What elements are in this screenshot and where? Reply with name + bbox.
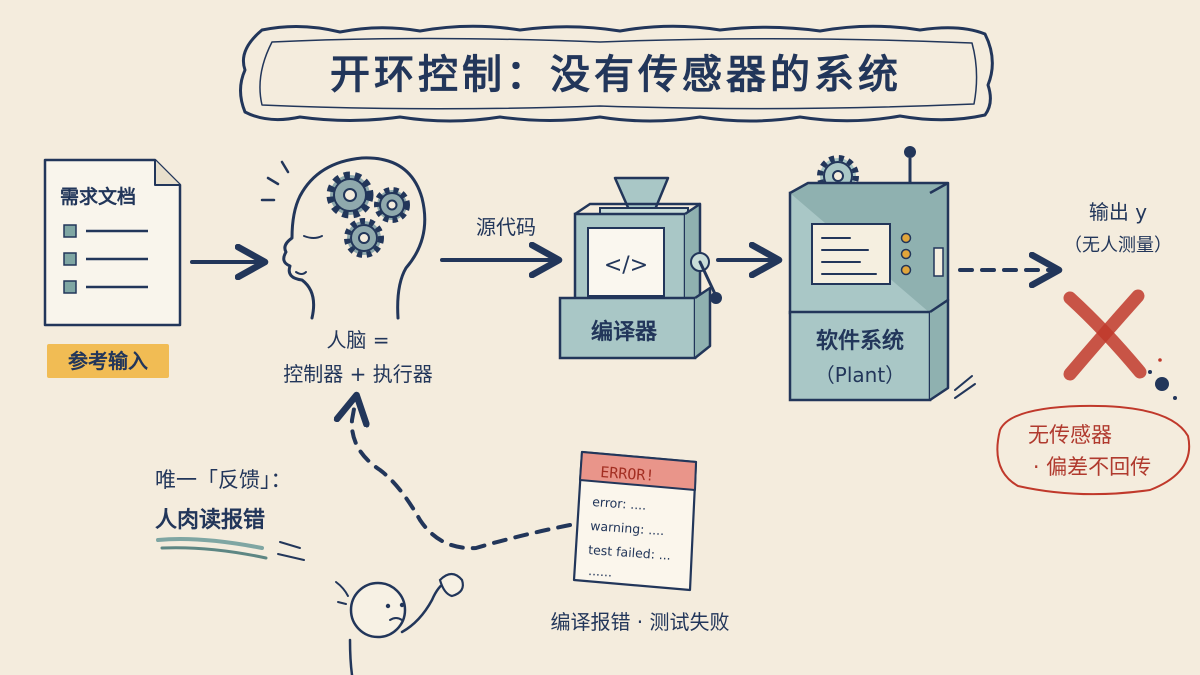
compiler-label: 编译器 — [591, 319, 658, 345]
checklist-icon — [63, 224, 148, 294]
output-label-line1: 输出 y — [1089, 200, 1147, 224]
no-sensor-note-line1: 无传感器 — [1028, 423, 1112, 447]
requirements-document: 需求文档 参考输入 — [43, 158, 182, 378]
gear-icon — [326, 171, 374, 219]
human-head-icon — [260, 156, 427, 320]
software-system-machine-icon: 软件系统 （Plant） — [788, 146, 976, 402]
output-label-line2: （无人测量） — [1064, 235, 1172, 256]
underline-scribble — [156, 537, 305, 561]
gear-icon — [344, 218, 384, 258]
brain-label-line2: 控制器 + 执行器 — [283, 362, 432, 386]
title-banner: 开环控制：没有传感器的系统 — [239, 24, 994, 123]
software-system-label-line2: （Plant） — [815, 363, 905, 387]
error-sheet-line: error: .... — [592, 494, 647, 513]
error-sheet-line: ...... — [588, 563, 613, 580]
error-caption: 编译报错 · 测试失败 — [550, 610, 729, 634]
page-title: 开环控制：没有传感器的系统 — [330, 52, 902, 98]
no-sensor-note-line2: · 偏差不回传 — [1033, 455, 1151, 479]
error-sheet-line: test failed: ... — [588, 542, 672, 563]
person-figure-icon — [335, 572, 464, 675]
brain-label-line1: 人脑 = — [326, 328, 389, 352]
gear-icon — [374, 187, 410, 223]
requirements-doc-title: 需求文档 — [60, 185, 136, 208]
error-report-sheet: ERROR! error: .... warning: .... test fa… — [572, 450, 698, 592]
no-sensor-note: 无传感器 · 偏差不回传 — [996, 404, 1191, 496]
red-x-icon — [1063, 289, 1177, 400]
code-symbol: </> — [604, 253, 648, 278]
crank-handle-icon — [690, 252, 722, 304]
compiler-machine-icon: </> 编译器 — [558, 176, 722, 360]
feedback-note-line2: 人肉读报错 — [155, 507, 265, 533]
reference-input-tag: 参考输入 — [68, 349, 148, 373]
feedback-note-line1: 唯一「反馈」： — [155, 468, 292, 492]
source-code-label: 源代码 — [476, 215, 536, 239]
software-system-label-line1: 软件系统 — [816, 328, 904, 354]
error-sheet-header: ERROR! — [600, 463, 655, 485]
feedback-dashed-arrow — [352, 398, 572, 551]
error-sheet-line: warning: .... — [590, 518, 665, 538]
